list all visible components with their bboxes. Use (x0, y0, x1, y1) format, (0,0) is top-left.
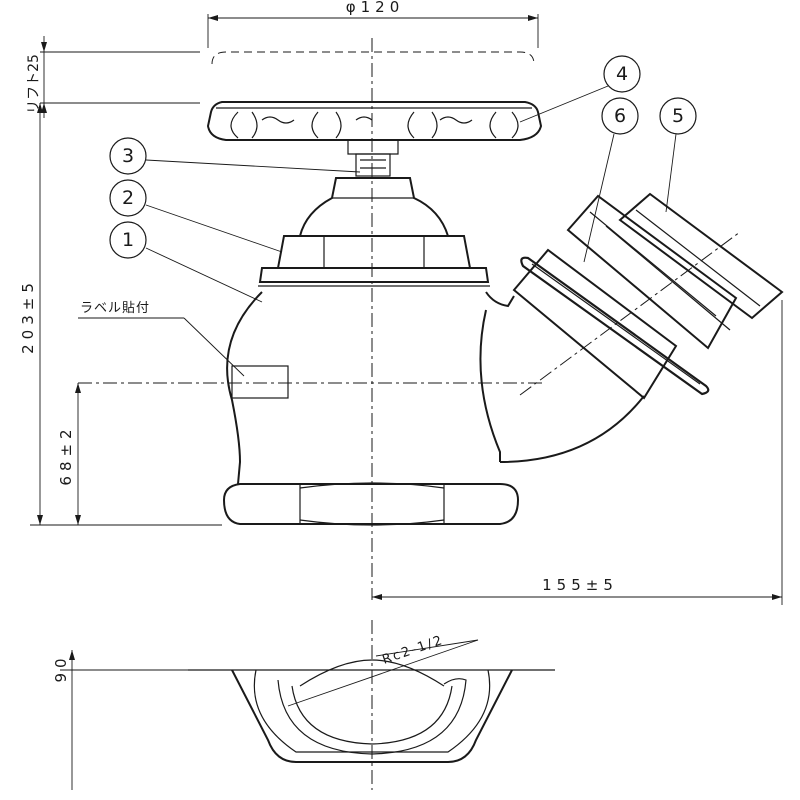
balloon-part-4: 4 (519, 55, 641, 123)
dim-outlet-offset: 155±5 (372, 300, 783, 605)
valve-body (222, 291, 645, 526)
balloon-part-4-num: 4 (616, 63, 628, 85)
handwheel (206, 101, 543, 177)
hose-centerline (519, 231, 741, 396)
dim-handle-diameter-text: φ120 (346, 0, 405, 16)
dim-total-height: 203±5 (19, 103, 222, 526)
handle-lift-phantom (211, 51, 535, 65)
hose-coupling (512, 192, 784, 400)
label-note-text: ラベル貼付 (80, 301, 150, 316)
balloon-part-6-num: 6 (614, 105, 626, 127)
balloon-part-3-num: 3 (122, 145, 134, 167)
dim-outlet-height: 68±2 (57, 383, 81, 525)
balloon-part-6: 6 (583, 97, 639, 263)
balloon-part-1-num: 1 (122, 229, 134, 251)
dim-total-height-text: 203±5 (19, 278, 37, 354)
dim-bottom-width-text: 90 (52, 653, 70, 682)
balloon-part-5: 5 (659, 97, 697, 213)
balloon-part-2-num: 2 (122, 187, 134, 209)
dim-lift: リフト25 (26, 36, 200, 118)
label-note: ラベル貼付 (78, 301, 245, 377)
dim-handle-diameter: φ120 (207, 0, 539, 48)
dim-outlet-height-text: 68±2 (57, 424, 75, 485)
dim-lift-text: リフト25 (26, 54, 42, 114)
balloon-part-3: 3 (109, 137, 361, 175)
balloon-part-2: 2 (109, 179, 283, 253)
bonnet (258, 177, 490, 287)
dim-outlet-offset-text: 155±5 (542, 576, 618, 594)
balloon-part-5-num: 5 (672, 105, 684, 127)
dim-bottom-width: 90 (52, 650, 188, 790)
balloon-part-1: 1 (109, 221, 263, 303)
